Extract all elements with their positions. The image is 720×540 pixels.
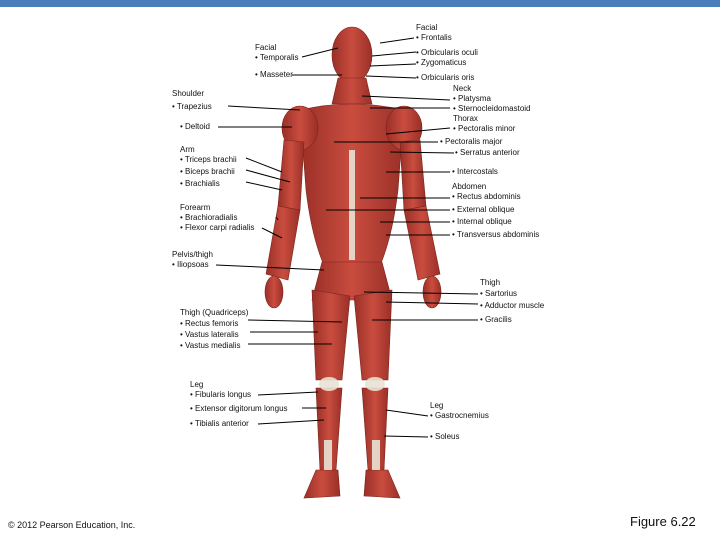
label-group-shoulder: Shoulder • Trapezius xyxy=(172,89,212,112)
label-serratus-anterior: • Serratus anterior xyxy=(455,148,520,157)
figure-number: Figure 6.22 xyxy=(630,514,696,529)
label-group-thigh-right: Thigh • Sartorius • Adductor muscle xyxy=(480,278,544,311)
label-frontalis: • Frontalis xyxy=(416,33,452,42)
label-group-facial-right: Facial • Frontalis xyxy=(416,23,452,43)
label-heading: Shoulder xyxy=(172,89,205,98)
label-sternocleidomastoid: • Sternocleidomastoid xyxy=(453,104,531,113)
label-pectoralis-minor: • Pectoralis minor xyxy=(453,124,516,133)
label-zygomaticus: • Zygomaticus xyxy=(416,58,467,67)
label-sartorius: • Sartorius xyxy=(480,289,518,298)
label-heading: Pelvis/thigh xyxy=(172,250,213,259)
label-adductor-muscle: • Adductor muscle xyxy=(480,301,545,310)
label-group-thorax: Thorax • Pectoralis minor xyxy=(453,114,515,134)
label-pectoralis-major: • Pectoralis major xyxy=(440,137,503,146)
label-trapezius: • Trapezius xyxy=(172,102,212,111)
label-rectus-femoris: • Rectus femoris xyxy=(180,319,239,328)
label-orbicularis-oculi: • Orbicularis oculi xyxy=(416,48,478,57)
label-group-facial-left: Facial • Temporalis xyxy=(255,43,299,63)
label-group-pelvis: Pelvis/thigh • Iliopsoas xyxy=(172,250,213,270)
label-heading: Leg xyxy=(430,401,444,410)
label-group-leg-right: Leg • Gastrocnemius xyxy=(430,401,489,421)
label-temporalis: • Temporalis xyxy=(255,53,299,62)
label-deltoid: • Deltoid xyxy=(180,122,210,131)
label-vastus-lateralis: • Vastus lateralis xyxy=(180,330,239,339)
label-platysma: • Platysma xyxy=(453,94,491,103)
label-rectus-abdominis: • Rectus abdominis xyxy=(452,192,521,201)
label-group-leg-left: Leg • Fibularis longus xyxy=(190,380,251,400)
label-triceps-brachii: • Triceps brachii xyxy=(180,155,237,164)
label-extensor-digitorum-longus: • Extensor digitorum longus xyxy=(190,404,288,413)
label-group-thigh-quad: Thigh (Quadriceps) • Rectus femoris • Va… xyxy=(180,308,248,351)
label-intercostals: • Intercostals xyxy=(452,167,498,176)
label-masseter: • Masseter xyxy=(255,70,293,79)
label-heading: Neck xyxy=(453,84,472,93)
label-heading: Facial xyxy=(416,23,438,32)
label-heading: Forearm xyxy=(180,203,211,212)
label-orbicularis-oris: • Orbicularis oris xyxy=(416,73,475,82)
label-brachialis: • Brachialis xyxy=(180,179,220,188)
label-heading: Facial xyxy=(255,43,277,52)
label-external-oblique: • External oblique xyxy=(452,205,515,214)
label-heading: Thorax xyxy=(453,114,478,123)
copyright-text: © 2012 Pearson Education, Inc. xyxy=(8,520,136,530)
label-heading: Leg xyxy=(190,380,204,389)
label-brachioradialis: • Brachioradialis xyxy=(180,213,238,222)
label-vastus-medialis: • Vastus medialis xyxy=(180,341,241,350)
label-iliopsoas: • Iliopsoas xyxy=(172,260,209,269)
label-soleus: • Soleus xyxy=(430,432,460,441)
label-group-facial-right-2: • Orbicularis oculi • Zygomaticus xyxy=(416,48,478,68)
label-heading: Thigh (Quadriceps) xyxy=(180,308,249,317)
label-group-neck: Neck • Platysma • Sternocleidomastoid xyxy=(453,84,531,114)
label-heading: Abdomen xyxy=(452,182,487,191)
label-heading: Arm xyxy=(180,145,195,154)
label-internal-oblique: • Internal oblique xyxy=(452,217,512,226)
label-tibialis-anterior: • Tibialis anterior xyxy=(190,419,249,428)
label-heading: Thigh xyxy=(480,278,501,287)
label-group-abdomen: Abdomen • Rectus abdominis xyxy=(452,182,521,202)
label-biceps-brachii: • Biceps brachii xyxy=(180,167,235,176)
label-gracilis: • Gracilis xyxy=(480,315,512,324)
label-fibularis-longus: • Fibularis longus xyxy=(190,390,252,399)
label-group-arm: Arm • Triceps brachii • Biceps brachii •… xyxy=(180,145,237,189)
label-gastrocnemius: • Gastrocnemius xyxy=(430,411,489,420)
label-flexor-carpi-radialis: • Flexor carpi radialis xyxy=(180,223,255,232)
label-group-forearm: Forearm • Brachioradialis • Flexor carpi… xyxy=(180,203,254,233)
label-transversus-abdominis: • Transversus abdominis xyxy=(452,230,540,239)
top-accent-bar xyxy=(0,0,720,7)
